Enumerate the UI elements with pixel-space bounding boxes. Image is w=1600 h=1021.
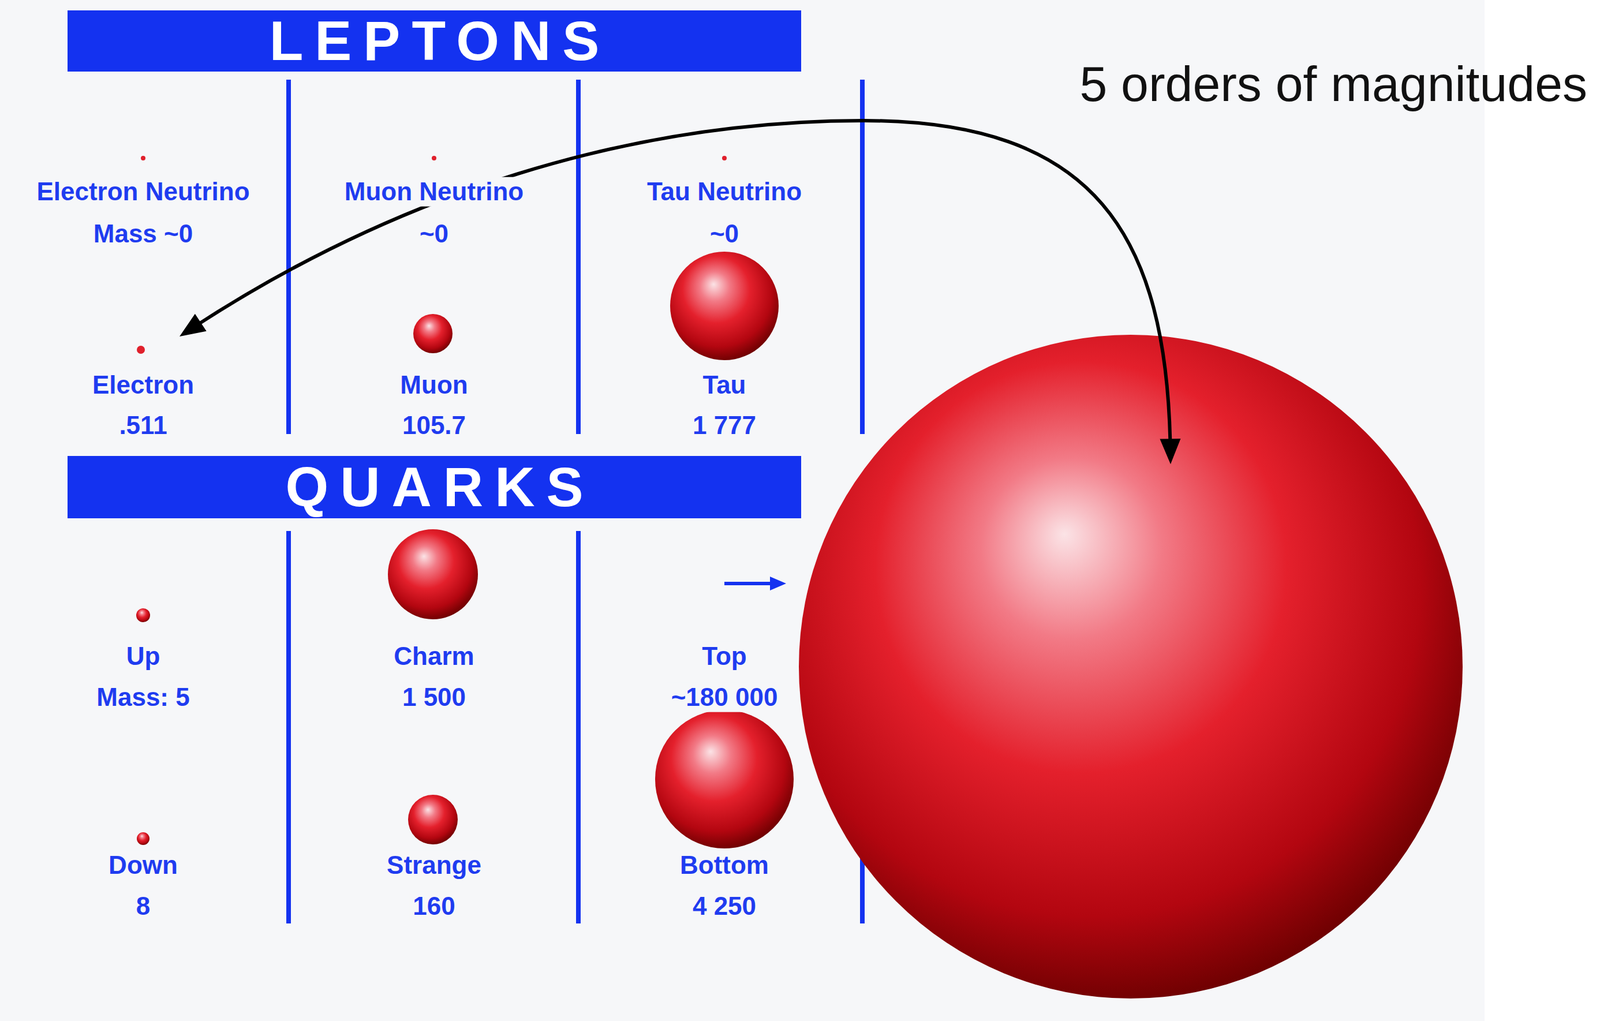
particle-mass: .511 [115, 410, 171, 441]
sphere-fill [136, 608, 151, 623]
particle-sphere [140, 155, 146, 161]
particle-name: Electron Neutrino [32, 177, 253, 207]
particle: Tau Neutrino~0 [722, 155, 727, 161]
sphere-fill [136, 345, 145, 354]
sphere-fill [670, 251, 779, 361]
particle-name: Top [698, 641, 750, 672]
sphere-fill [431, 155, 437, 161]
particle-sphere [670, 251, 779, 361]
particle-name: Up [122, 641, 164, 672]
particle: Electron NeutrinoMass ~0 [140, 155, 146, 161]
particle: Electron.511 [136, 345, 145, 354]
magnitude-arrow [189, 120, 1171, 453]
particle-name: Strange [383, 850, 485, 881]
particle-sphere [722, 155, 727, 161]
sphere-fill [408, 794, 458, 845]
particle: UpMass: 5 [136, 608, 151, 623]
sphere-fill [136, 832, 150, 846]
particle-mass: ~0 [416, 219, 452, 249]
particle-mass: 160 [409, 891, 459, 922]
particle: Charm1 500 [387, 529, 478, 620]
particle-mass: 1 500 [398, 682, 470, 713]
particle-mass: 105.7 [398, 410, 470, 441]
particle-sphere [413, 313, 453, 354]
pointer-arrow [724, 576, 787, 591]
particle-mass: 1 777 [689, 410, 760, 441]
particle-name: Muon Neutrino [341, 177, 527, 207]
arrow-head-to [1159, 438, 1181, 465]
section-title: LEPTONS [258, 13, 612, 69]
section-band: LEPTONS [67, 10, 802, 72]
particle-sphere [798, 334, 1463, 999]
sphere-fill [655, 709, 794, 849]
particle-sphere [387, 529, 478, 620]
sphere-fill [722, 155, 727, 161]
particle-sphere [136, 832, 150, 846]
edge-label: 5 orders of magnitudes [1079, 55, 1588, 113]
particle: Down8 [136, 832, 150, 846]
particle-sphere [408, 794, 458, 845]
particle-mass: 4 250 [689, 891, 760, 922]
particle-name: Muon [396, 370, 471, 400]
particle: Tau1 777 [670, 251, 779, 361]
particle-sphere [655, 709, 794, 849]
particle: Muon Neutrino~0 [431, 155, 437, 161]
particle: Top~180 000 [798, 334, 1463, 999]
section-title: QUARKS [273, 459, 595, 515]
sphere-fill [387, 529, 478, 620]
particle-sphere [431, 155, 437, 161]
sphere-fill [140, 155, 146, 161]
particle-mass: ~0 [706, 219, 743, 249]
particle-sphere [136, 345, 145, 354]
particle-mass: Mass: 5 [92, 682, 193, 713]
arrow-head-from [179, 313, 207, 337]
particle-name: Down [105, 850, 182, 881]
particle: Strange160 [408, 794, 458, 845]
sphere-fill [798, 334, 1463, 999]
particle-name: Tau Neutrino [643, 177, 806, 207]
particle-sphere [136, 608, 151, 623]
particle: Bottom4 250 [655, 709, 794, 849]
particle-name: Tau [699, 370, 750, 400]
grey-ground [0, 0, 1485, 1021]
particle: Muon105.7 [413, 313, 453, 354]
particle-mass: 8 [132, 891, 154, 922]
particle-mass: Mass ~0 [90, 219, 197, 249]
particle-name: Charm [390, 641, 478, 672]
particle-name: Bottom [676, 850, 773, 881]
particle-name: Electron [88, 370, 198, 400]
sphere-fill [413, 313, 453, 354]
particle-mass: ~180 000 [667, 682, 782, 713]
section-band: QUARKS [67, 455, 802, 519]
